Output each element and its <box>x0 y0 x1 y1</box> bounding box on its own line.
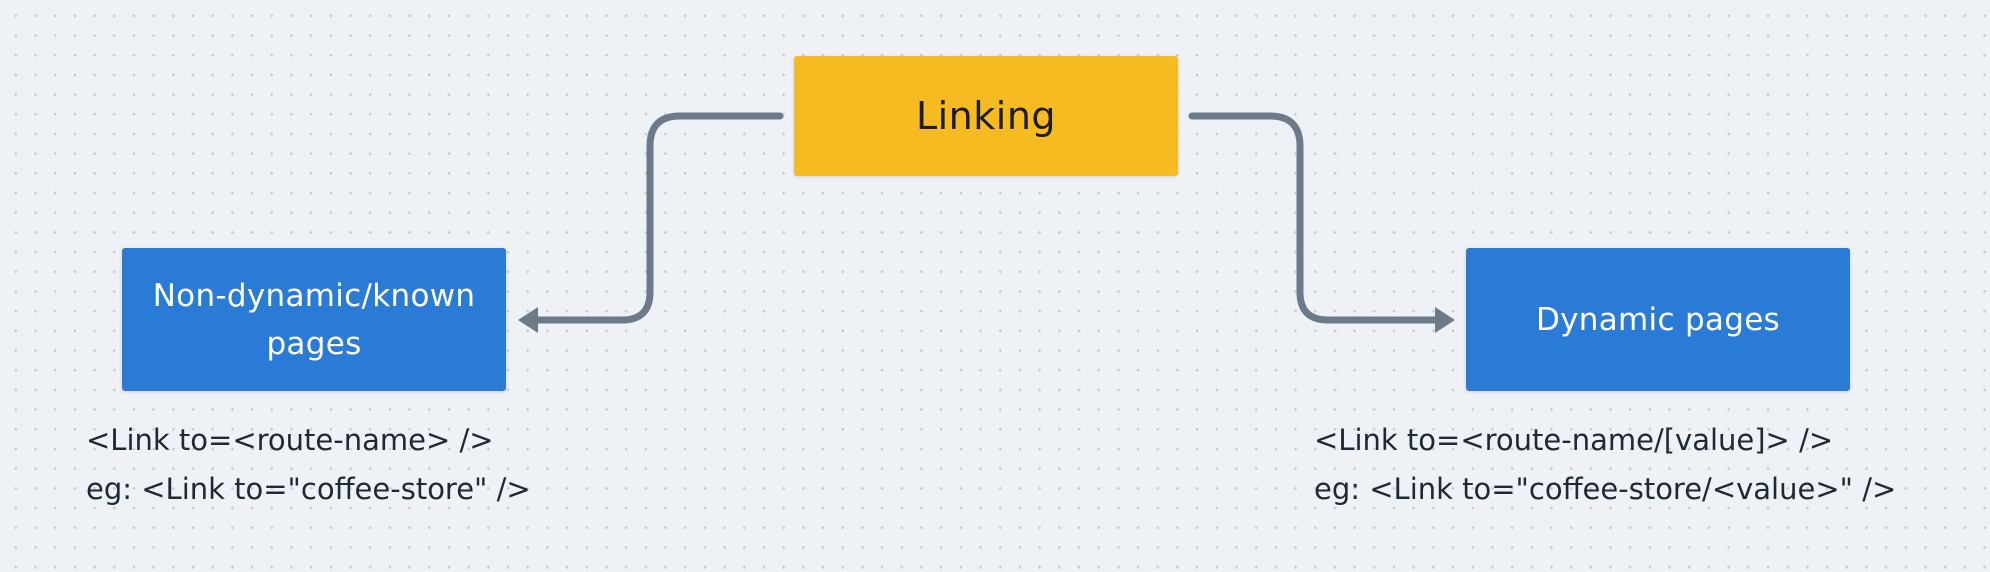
note-line: eg: <Link to="coffee-store/<value>" /> <box>1314 472 1897 506</box>
note-line: <Link to=<route-name/[value]> /> <box>1314 423 1834 457</box>
child-node-label: Non-dynamic/known pages <box>152 277 476 362</box>
note-dynamic: <Link to=<route-name/[value]> /> eg: <Li… <box>1314 416 1896 514</box>
note-line: eg: <Link to="coffee-store" /> <box>86 472 531 506</box>
root-node-label: Linking <box>915 94 1057 138</box>
connector-root-to-left[interactable] <box>531 112 784 324</box>
child-node-dynamic[interactable]: Dynamic pages <box>1466 248 1850 391</box>
child-node-label: Dynamic pages <box>1535 301 1781 338</box>
child-node-non-dynamic[interactable]: Non-dynamic/known pages <box>122 248 506 391</box>
note-line: <Link to=<route-name> /> <box>86 423 494 457</box>
arrowhead-left <box>518 307 538 333</box>
note-non-dynamic: <Link to=<route-name> /> eg: <Link to="c… <box>86 416 531 514</box>
arrowhead-right <box>1435 307 1455 333</box>
connector-root-to-right[interactable] <box>1188 112 1444 324</box>
root-node-linking[interactable]: Linking <box>794 56 1178 176</box>
